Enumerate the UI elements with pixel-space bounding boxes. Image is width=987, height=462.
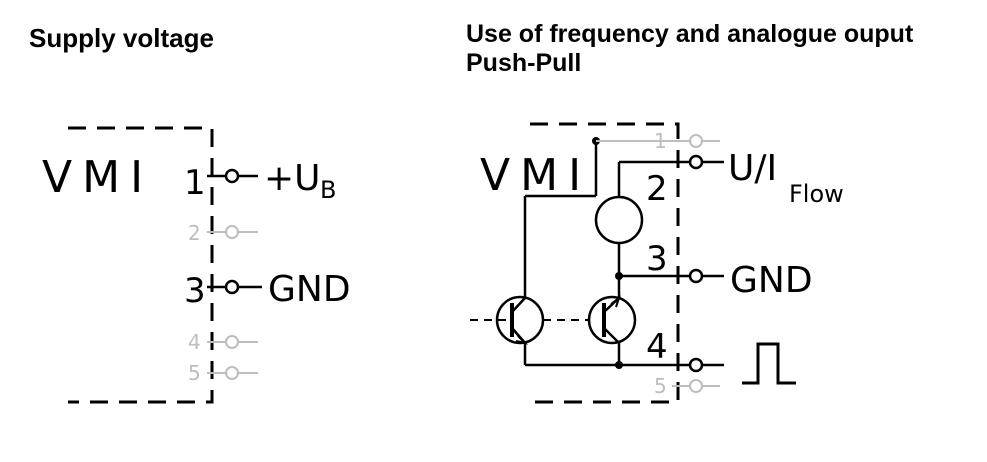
- left-pin-2: 2: [188, 221, 258, 245]
- pulse-signal-icon: [742, 342, 796, 385]
- push-pull-title-line1: Use of frequency and analogue ouput: [466, 20, 914, 48]
- right-pin-4-number: 4: [646, 327, 668, 367]
- left-pin-5-number: 5: [188, 361, 201, 385]
- left-housing-outline: [68, 126, 214, 404]
- left-pin-4: 4: [188, 330, 258, 354]
- left-pin-3-terminal: [224, 279, 240, 295]
- left-pin-1-signal: +U: [264, 158, 321, 199]
- push-pull-circuit: [470, 137, 690, 369]
- left-pin-3-number: 3: [184, 271, 206, 311]
- right-pin-2-number: 2: [646, 169, 668, 209]
- right-pin-3: 3 GND: [646, 239, 813, 301]
- right-pin-3-signal: GND: [730, 260, 813, 301]
- right-pin-4-terminal: [688, 357, 704, 373]
- right-pin-2-terminal: [688, 154, 704, 170]
- right-pin-2: 2 U/I Flow: [646, 148, 844, 209]
- left-pin-5: 5: [188, 361, 258, 385]
- left-pin-3: 3 GND: [184, 269, 351, 311]
- left-pin-2-number: 2: [188, 221, 201, 245]
- right-device-label: VMI: [480, 150, 591, 201]
- left-wiring-diagram: VMI 1 +U B 2 3 GND 4: [42, 126, 351, 404]
- left-pin-1: 1 +U B: [184, 158, 336, 204]
- left-device-label: VMI: [42, 152, 153, 203]
- right-pin-2-signal-sub: Flow: [789, 180, 844, 208]
- right-wiring-diagram: VMI: [470, 122, 844, 404]
- lower-transistor: [587, 295, 637, 345]
- analog-output-source: [594, 195, 644, 245]
- right-pin-3-number: 3: [646, 239, 668, 279]
- left-pin-2-terminal: [225, 225, 239, 239]
- right-housing-outline: [530, 122, 680, 404]
- right-pin-2-signal: U/I: [728, 148, 777, 189]
- push-pull-title-line2: Push-Pull: [466, 48, 582, 77]
- left-pin-1-signal-sub: B: [320, 176, 336, 204]
- right-pin-5-number: 5: [654, 374, 667, 398]
- right-pin-3-terminal: [688, 268, 704, 284]
- left-pin-5-terminal: [225, 366, 239, 380]
- left-pin-4-number: 4: [188, 330, 201, 354]
- left-pin-1-terminal: [224, 168, 240, 184]
- left-pin-4-terminal: [225, 335, 239, 349]
- right-pin-4: 4: [646, 327, 796, 385]
- push-pull-title: Use of frequency and analogue ouput Push…: [466, 20, 913, 78]
- supply-voltage-title: Supply voltage: [29, 23, 214, 53]
- left-pin-3-signal: GND: [268, 269, 351, 310]
- right-pin-5: 5: [654, 374, 720, 398]
- right-pin-1: 1: [596, 129, 720, 153]
- left-pin-1-number: 1: [184, 163, 206, 203]
